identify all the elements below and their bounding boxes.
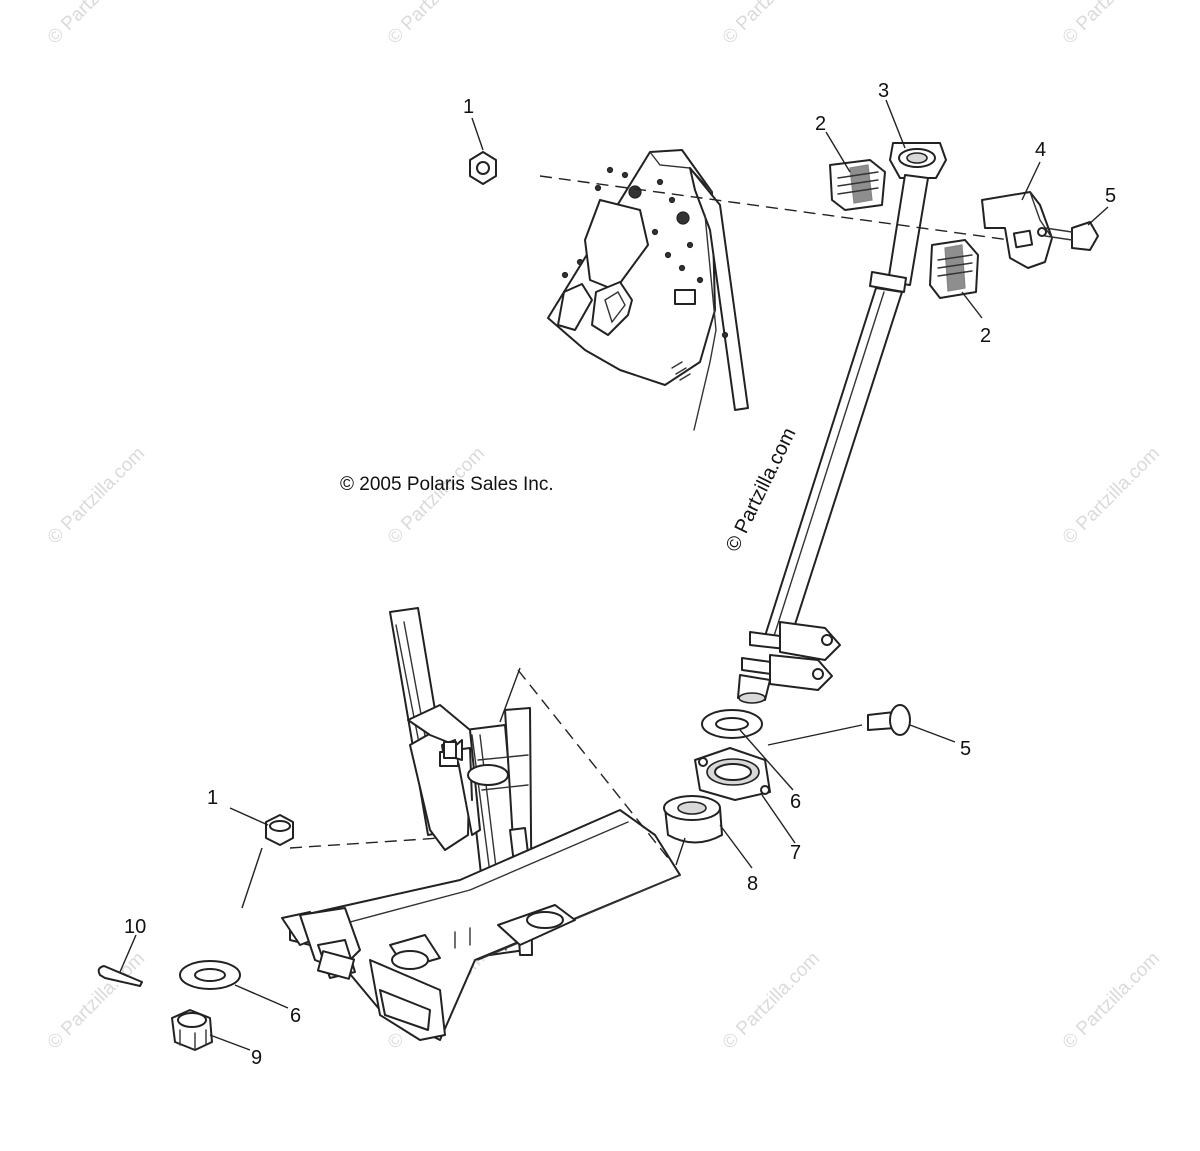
clamp-half-bottom: [929, 239, 979, 299]
watermark: © Partzilla.com: [44, 948, 149, 1053]
watermark: © Partzilla.com: [1059, 948, 1164, 1053]
watermark: © Partzilla.com: [384, 0, 489, 49]
bearing-flange: [694, 747, 771, 801]
castle-nut: [171, 1009, 213, 1051]
flange-nut-bottom: [265, 814, 294, 846]
callout-2-top: 2: [815, 113, 826, 135]
watermark: © Partzilla.com: [44, 0, 149, 49]
callout-6-mid: 6: [790, 791, 801, 813]
cotter-pin: [97, 965, 143, 987]
washer-mid: [701, 709, 763, 739]
callout-3: 3: [878, 80, 889, 102]
watermark: © Partzilla.com: [719, 0, 824, 49]
flange-nut-top: [469, 151, 497, 185]
clamp-half-top: [829, 159, 886, 211]
callout-9: 9: [251, 1047, 262, 1069]
bolt-top: [1037, 221, 1099, 251]
watermark: © Partzilla.com: [1059, 443, 1164, 548]
callout-5-top: 5: [1105, 185, 1116, 207]
watermark: © Partzilla.com: [719, 948, 824, 1053]
callout-1-top: 1: [463, 96, 474, 118]
watermark: © Partzilla.com: [44, 443, 149, 548]
lower-frame: [281, 607, 681, 1041]
partzilla-watermark: © Partzilla.com: [722, 424, 801, 555]
dashed-lines: [289, 175, 1011, 859]
bushing: [663, 795, 723, 844]
callout-7: 7: [790, 842, 801, 864]
upper-frame-bracket: [547, 149, 749, 431]
callout-8: 8: [747, 873, 758, 895]
steering-column: [737, 142, 947, 704]
mounting-bracket: [981, 191, 1053, 269]
callout-4: 4: [1035, 139, 1046, 161]
washer-bottom: [179, 960, 241, 990]
watermark: © Partzilla.com: [1059, 0, 1164, 49]
bolt-mid: [867, 704, 911, 736]
callout-1-bottom: 1: [207, 787, 218, 809]
callout-2-right: 2: [980, 325, 991, 347]
callout-10: 10: [124, 916, 146, 938]
callout-6-bottom: 6: [290, 1005, 301, 1027]
leader-lines: [119, 99, 1109, 1051]
callout-labels: 1 2 3 4 5 2 5 6 7 8 1 10 6 9: [124, 80, 1116, 1069]
watermark: © Partzilla.com: [384, 443, 489, 548]
callout-5-mid: 5: [960, 738, 971, 760]
copyright-text: © 2005 Polaris Sales Inc.: [340, 474, 554, 495]
